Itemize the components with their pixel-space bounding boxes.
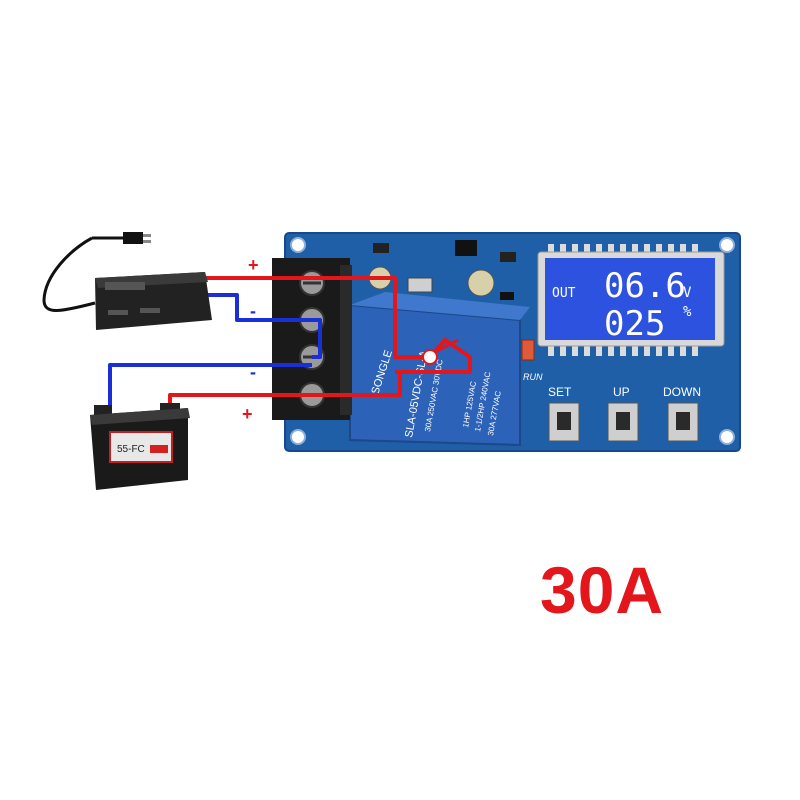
wire-red-battery	[168, 372, 402, 410]
wire-blue-battery	[108, 363, 312, 410]
diode-component	[373, 243, 389, 253]
mounting-hole-top-left	[290, 237, 306, 253]
charger-adapter	[42, 232, 212, 330]
wire-blue-charger	[205, 293, 312, 322]
terminal-screw-1	[299, 270, 325, 296]
led-label: RUN	[523, 372, 543, 382]
wire-red-relay	[395, 338, 472, 374]
wire-blue-bridge	[312, 318, 322, 359]
set-button-label: SET	[548, 385, 572, 399]
lcd-percent-value: 025	[604, 304, 665, 344]
mounting-hole-bottom-left	[290, 429, 306, 445]
lcd-display: OUT 06.6 V 025 %	[537, 251, 725, 347]
down-button-label: DOWN	[663, 385, 701, 399]
set-button[interactable]	[548, 402, 580, 442]
polarity-top-plus: +	[248, 255, 259, 275]
wire-red-charger	[205, 276, 430, 359]
chip-component	[455, 240, 477, 256]
relay: SONGLE SLA-05VDC-SL-A 30A 250VAC 30VDC 1…	[349, 292, 530, 447]
mounting-hole-top-right	[719, 237, 735, 253]
down-button[interactable]	[667, 402, 699, 442]
relay-switch-symbol	[422, 338, 459, 365]
capacitor-component-2	[467, 269, 495, 297]
polarity-lower-minus: -	[250, 362, 256, 382]
battery-label: 55-FC	[117, 444, 145, 455]
wiring	[108, 276, 472, 410]
up-button-label: UP	[613, 385, 630, 399]
battery: 55-FC	[90, 403, 190, 490]
lcd-percent-unit: %	[683, 304, 692, 320]
run-led: RUN	[521, 339, 543, 382]
up-button[interactable]	[607, 402, 639, 442]
lcd-voltage-unit: V	[683, 285, 692, 301]
current-rating-headline: 30A	[540, 553, 665, 627]
polarity-bottom-plus: +	[242, 404, 253, 424]
resistor-component	[407, 277, 433, 293]
mounting-hole-bottom-right	[719, 429, 735, 445]
lcd-voltage-value: 06.6	[604, 266, 686, 306]
button-group: SET UP DOWN	[548, 385, 701, 442]
lcd-out-label: OUT	[552, 286, 576, 301]
polarity-upper-minus: -	[250, 301, 256, 321]
